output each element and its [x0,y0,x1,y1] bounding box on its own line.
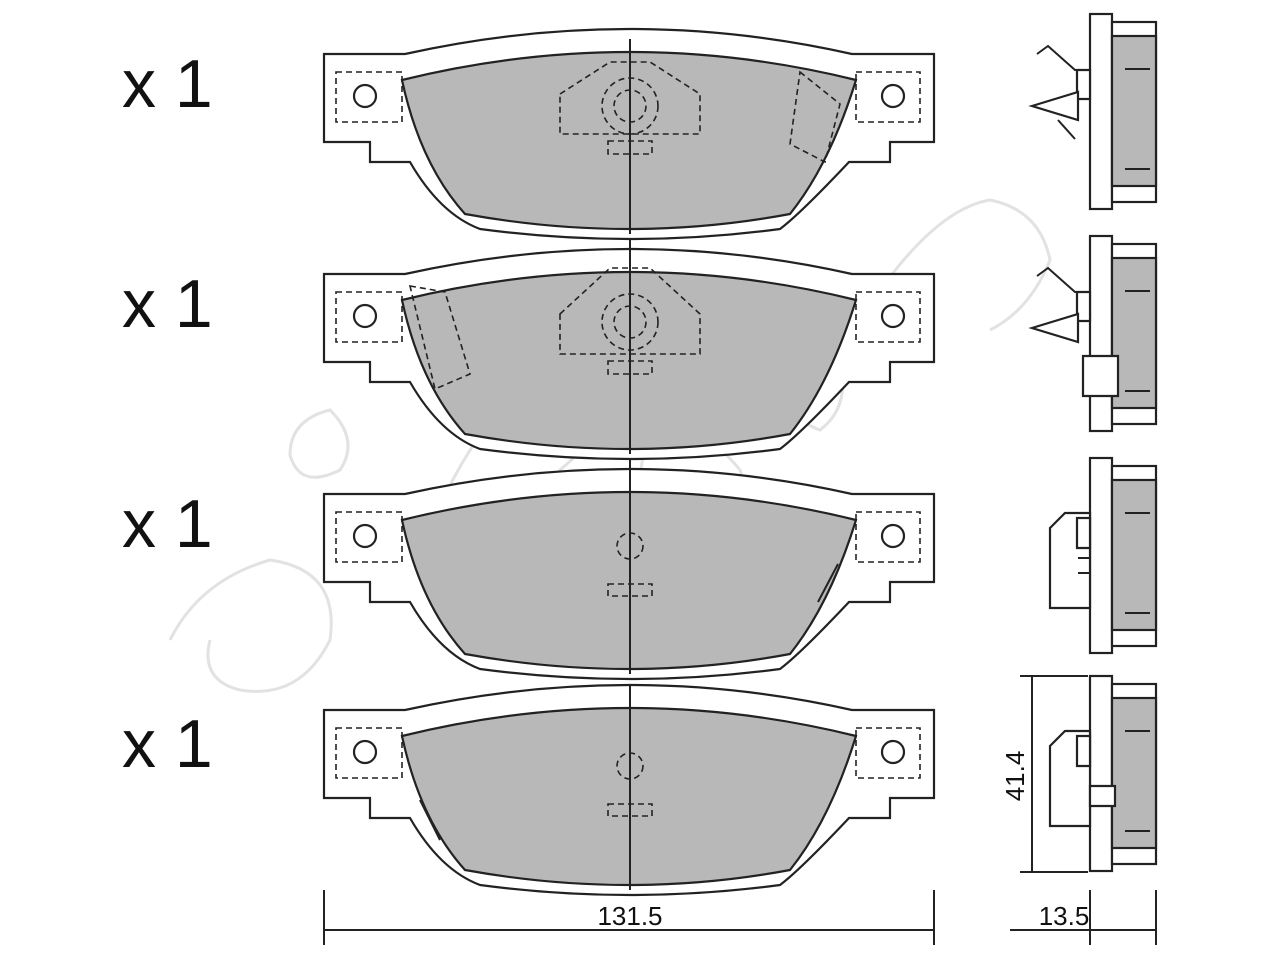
height-dimension-label: 41.4 [1000,751,1030,802]
quantity-label-1: x 1 [122,46,213,122]
width-dimension-label: 131.5 [597,901,662,931]
thickness-dimension: 13.5 [1010,890,1157,945]
brake-pad-front-4 [322,683,936,897]
brake-pad-side-2 [1028,234,1158,433]
brake-pad-side-4 [1048,674,1158,873]
brake-pad-front-3 [322,459,936,681]
brake-pad-front-2 [322,239,936,461]
quantity-label-2: x 1 [122,266,213,342]
thickness-dimension-label: 13.5 [1039,901,1090,931]
brake-pad-side-1 [1028,12,1158,211]
brake-pad-front-1 [322,27,936,241]
width-dimension: 131.5 [323,890,935,945]
quantity-label-3: x 1 [122,486,213,562]
quantity-label-4: x 1 [122,706,213,782]
brake-pad-side-3 [1048,456,1158,655]
height-dimension: 41.4 [1000,675,1088,873]
